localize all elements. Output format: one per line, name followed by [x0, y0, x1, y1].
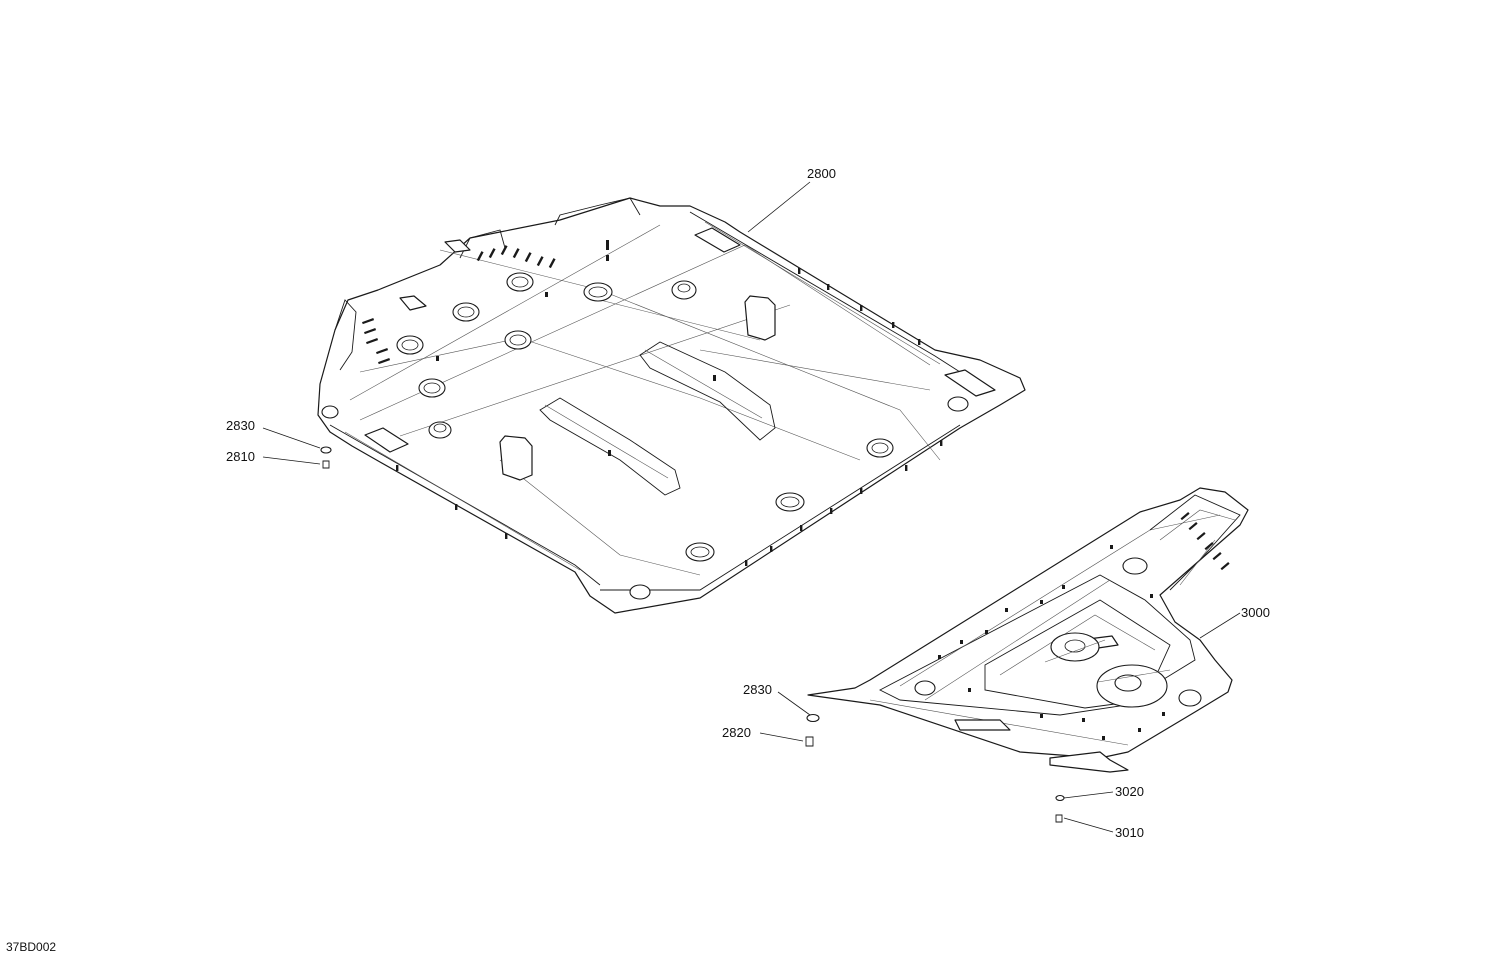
mounting-slots [362, 240, 943, 566]
diagram-reference-code: 37BD002 [6, 940, 57, 954]
callout-2800: 2800 [807, 166, 836, 181]
washer-2830-rear [806, 713, 820, 723]
callout-2830-rear: 2830 [743, 682, 772, 697]
screw-2810 [322, 460, 330, 469]
skid-plate-3000 [807, 487, 1249, 773]
grommet-holes [321, 272, 969, 600]
mounting-slots-rear [938, 512, 1230, 740]
leader-lines [262, 181, 1241, 833]
skid-plate-2800 [317, 197, 1026, 614]
screw-2820 [805, 736, 814, 747]
callout-3000: 3000 [1241, 605, 1270, 620]
fasteners [320, 446, 1065, 823]
callout-3010: 3010 [1115, 825, 1144, 840]
callout-2830-front: 2830 [226, 418, 255, 433]
callout-3020: 3020 [1115, 784, 1144, 799]
washer-2830-front [320, 446, 332, 454]
callout-2820: 2820 [722, 725, 751, 740]
screw-3010 [1055, 814, 1063, 823]
callout-2810: 2810 [226, 449, 255, 464]
washer-3020 [1055, 794, 1065, 802]
